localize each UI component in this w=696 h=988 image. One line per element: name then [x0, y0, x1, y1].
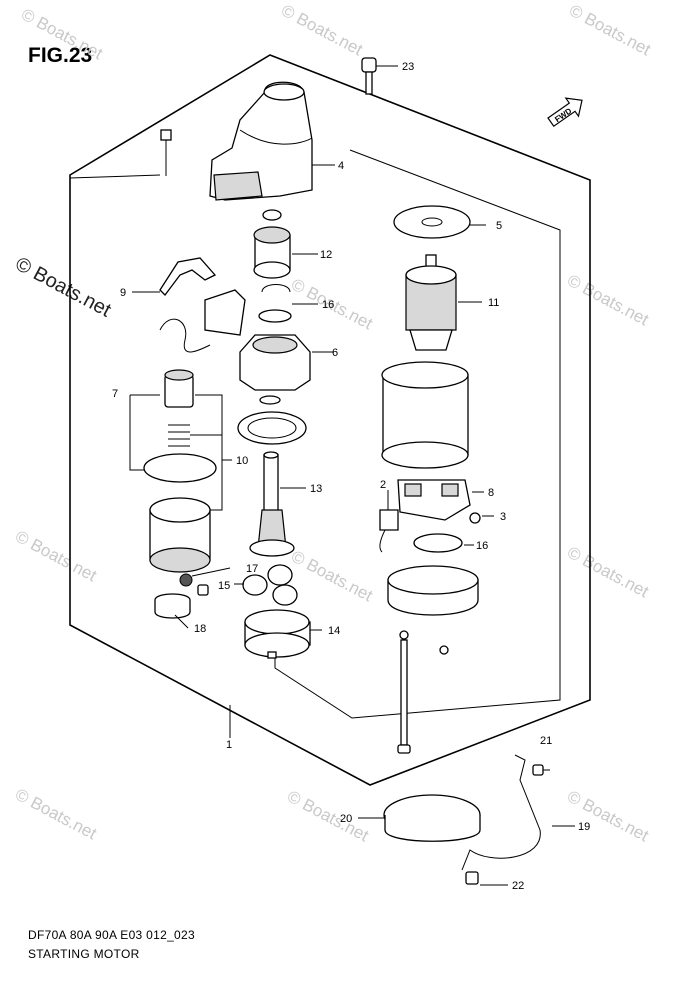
callout-4: 4 — [338, 160, 344, 172]
armature-11 — [405, 254, 482, 351]
callout-2: 2 — [380, 479, 386, 491]
solenoid-assembly-7 — [129, 289, 246, 573]
callout-23: 23 — [402, 61, 414, 73]
watermark: © Boats.net — [564, 787, 652, 846]
through-bolt — [397, 639, 411, 754]
callout-5: 5 — [496, 220, 502, 232]
callout-14: 14 — [328, 625, 340, 637]
callout-16-upper: 16 — [322, 299, 334, 311]
callout-19: 19 — [578, 821, 590, 833]
strap-19 — [461, 754, 575, 871]
callout-21: 21 — [540, 735, 552, 747]
callout-6: 6 — [332, 347, 338, 359]
watermark-prominent: © Boats.net — [12, 253, 115, 322]
watermark: © Boats.net — [278, 1, 366, 60]
gasket-ring — [237, 395, 307, 445]
band-20 — [358, 794, 481, 842]
rear-bracket — [387, 565, 479, 655]
callout-18: 18 — [194, 623, 206, 635]
callout-15: 15 — [218, 580, 230, 592]
armature-shaft-13 — [249, 451, 306, 557]
callout-16-lower: 16 — [476, 540, 488, 552]
callout-9: 9 — [120, 287, 126, 299]
watermark-layer: © Boats.net © Boats.net © Boats.net © Bo… — [12, 1, 654, 846]
figure-title: FIG.23 — [28, 44, 93, 67]
brush-holder-8 — [397, 479, 484, 521]
assembly-frame — [69, 54, 591, 786]
watermark: © Boats.net — [12, 527, 100, 586]
watermark: © Boats.net — [288, 547, 376, 606]
watermark: © Boats.net — [566, 1, 654, 60]
internal-gear-14 — [244, 609, 322, 659]
watermark: © Boats.net — [12, 785, 100, 844]
clamp-18 — [154, 593, 191, 629]
callout-3: 3 — [500, 511, 506, 523]
planetary-housing-6 — [239, 334, 334, 391]
callout-22: 22 — [512, 880, 524, 892]
planetary-gears-15 — [234, 564, 298, 606]
bolt-23 — [361, 57, 398, 95]
forward-arrow-icon: FWD — [547, 97, 583, 128]
plate-5 — [393, 205, 486, 239]
watermark: © Boats.net — [564, 543, 652, 602]
callout-12: 12 — [320, 249, 332, 261]
pinion-gear-12 — [253, 209, 318, 279]
yoke — [381, 361, 469, 469]
watermark: © Boats.net — [18, 5, 106, 64]
callout-17: 17 — [246, 563, 258, 575]
callout-8: 8 — [488, 487, 494, 499]
callout-7: 7 — [112, 388, 118, 400]
drive-housing-4 — [160, 81, 335, 201]
plate-16 — [413, 533, 474, 553]
watermark: © Boats.net — [284, 787, 372, 846]
screw-3 — [469, 512, 494, 524]
callout-10: 10 — [236, 455, 248, 467]
shift-lever-9 — [132, 257, 217, 296]
terminal-17 — [179, 567, 231, 596]
callout-1: 1 — [226, 739, 232, 751]
bolt-22 — [465, 871, 508, 886]
callout-labels: 1 2 3 4 5 6 7 8 9 10 11 12 13 14 15 16 1… — [112, 61, 590, 892]
callout-13: 13 — [310, 483, 322, 495]
diagram-caption: STARTING MOTOR — [28, 947, 140, 961]
watermark: © Boats.net — [564, 271, 652, 330]
callout-11: 11 — [488, 297, 499, 309]
bolt-21 — [532, 764, 550, 776]
diagram-code: DF70A 80A 90A E03 012_023 — [28, 928, 195, 942]
clip-washer-16 — [258, 284, 318, 323]
lead-wire-2 — [379, 490, 399, 553]
callout-20: 20 — [340, 813, 352, 825]
